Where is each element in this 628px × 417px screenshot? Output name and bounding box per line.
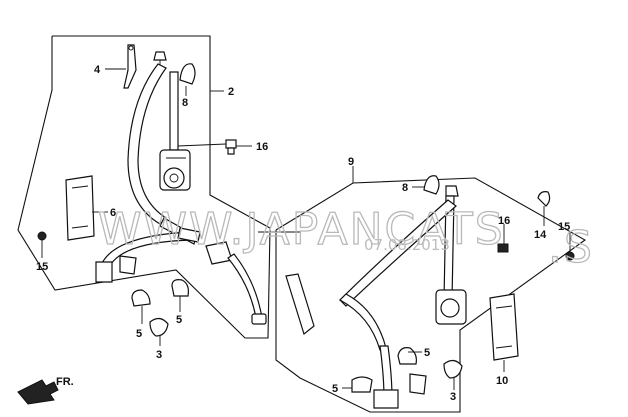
- right-buckle-bracket[interactable]: [285, 273, 315, 336]
- watermark-brand-text: WWW.JAPANCATS: [98, 204, 505, 255]
- guide-covers-right[interactable]: [351, 347, 463, 393]
- right-anchor-cover[interactable]: [423, 175, 440, 195]
- leader-lines: [41, 68, 571, 390]
- callout-label[interactable]: 15: [36, 261, 48, 273]
- watermark-domain-suffix: .S: [548, 222, 594, 273]
- callout-label[interactable]: 8: [402, 182, 408, 194]
- callout-labels: 4 2 8 16 6 15 5 5 3 9 8 16 14 15 5 5 3 1…: [36, 64, 570, 403]
- callout-label[interactable]: 2: [228, 86, 234, 98]
- shoulder-anchor-cover[interactable]: [179, 63, 196, 85]
- callout-label[interactable]: 3: [156, 349, 162, 361]
- callout-label[interactable]: 5: [136, 328, 142, 340]
- right-trim-cover-plate[interactable]: [489, 293, 519, 361]
- callout-label[interactable]: 16: [256, 141, 268, 153]
- callout-label[interactable]: 9: [348, 156, 354, 168]
- callout-label[interactable]: 15: [558, 221, 570, 233]
- seat-belt-buckle[interactable]: [205, 241, 267, 325]
- right-retractor[interactable]: [435, 289, 467, 325]
- callout-label[interactable]: 16: [498, 215, 510, 227]
- right-retractor-bolt[interactable]: [497, 243, 509, 253]
- callout-label[interactable]: 5: [176, 314, 182, 326]
- watermark-date: 07.08.2013: [364, 236, 450, 254]
- right-upper-anchor[interactable]: [445, 185, 459, 197]
- right-shoulder-webbing[interactable]: [339, 195, 457, 307]
- right-lap-belt[interactable]: [339, 293, 427, 409]
- belt-retractor[interactable]: [159, 149, 191, 191]
- callout-label[interactable]: 5: [332, 383, 338, 395]
- front-direction-arrow: [17, 379, 59, 405]
- upper-anchor-bracket[interactable]: [123, 44, 137, 89]
- front-direction-label: FR.: [56, 376, 74, 388]
- retractor-bolt[interactable]: [225, 139, 237, 155]
- callout-label[interactable]: 10: [496, 375, 508, 387]
- watermark: WWW.JAPANCATS .S 07.08.2013: [97, 203, 594, 273]
- callout-label[interactable]: 14: [534, 229, 547, 241]
- lap-belt-webbing[interactable]: [95, 227, 201, 283]
- clip-left[interactable]: [37, 231, 47, 241]
- guide-covers-left[interactable]: [131, 279, 189, 337]
- callout-label[interactable]: 4: [94, 64, 101, 76]
- callout-label[interactable]: 8: [182, 97, 188, 109]
- callout-label[interactable]: 5: [424, 347, 430, 359]
- callout-label[interactable]: 6: [110, 207, 116, 219]
- trim-cover-plate[interactable]: [65, 175, 95, 241]
- right-bolt-cap[interactable]: [537, 191, 551, 207]
- front-belt-group-outline: [17, 35, 271, 339]
- callout-label[interactable]: 3: [450, 391, 456, 403]
